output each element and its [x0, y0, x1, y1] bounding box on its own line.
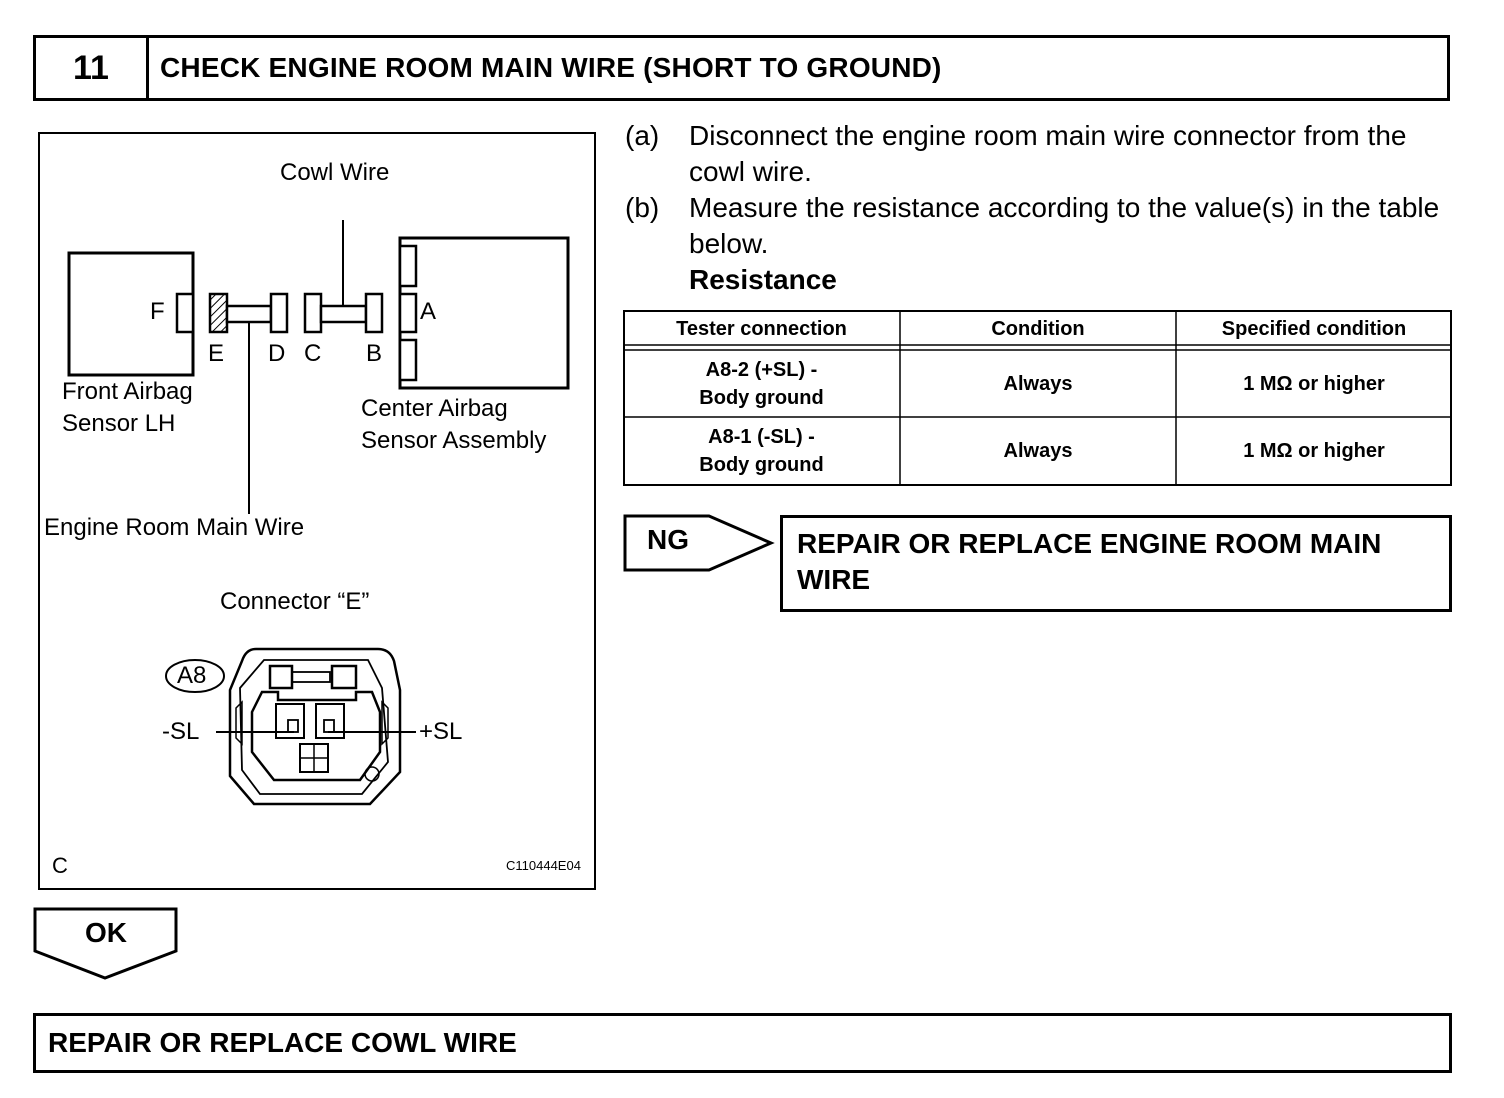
cowl-wire-label: Cowl Wire	[280, 159, 390, 186]
connector-e-face-icon	[228, 647, 402, 806]
front-airbag-sensor-box	[67, 251, 195, 377]
cowl-wire-segment	[319, 304, 368, 324]
connector-d	[269, 292, 289, 334]
row1-connection: A8-2 (+SL) - Body ground	[699, 359, 824, 409]
connector-a	[398, 292, 418, 334]
connector-d-label: D	[268, 340, 286, 367]
center-airbag-sensor-label: Center Airbag Sensor Assembly	[361, 395, 547, 454]
connector-e	[208, 292, 229, 334]
connector-b	[364, 292, 384, 334]
instruction-a: (a) Disconnect the engine room main wire…	[625, 118, 1459, 190]
wiring-diagram-graphic	[38, 132, 596, 890]
connector-b-label: B	[366, 340, 383, 367]
front-airbag-sensor-label: Front Airbag Sensor LH	[62, 378, 193, 437]
instruction-b-marker: (b)	[625, 192, 660, 223]
wiring-diagram: Cowl Wire F E D C B A Front Airbag Senso…	[38, 132, 596, 890]
connector-c	[303, 292, 323, 334]
header-tester-connection: Tester connection	[676, 318, 847, 340]
corner-letter: C	[52, 853, 68, 878]
row1-specified: 1 MΩ or higher	[1243, 373, 1385, 395]
connector-f	[175, 292, 195, 334]
connector-a-label: A	[420, 298, 437, 325]
ok-label: OK	[85, 917, 127, 948]
resistance-heading: Resistance	[689, 264, 837, 295]
instruction-a-marker: (a)	[625, 120, 660, 151]
ng-label: NG	[647, 524, 689, 555]
row2-specified: 1 MΩ or higher	[1243, 440, 1385, 462]
ok-arrow-shape	[33, 907, 178, 980]
header-specified-condition: Specified condition	[1221, 318, 1407, 340]
engine-room-wire-segment	[225, 304, 273, 324]
resistance-table: Tester connection Condition Specified co…	[623, 310, 1452, 486]
connector-e-label: E	[208, 340, 225, 367]
step-header: 11 CHECK ENGINE ROOM MAIN WIRE (SHORT TO…	[33, 35, 1450, 101]
instruction-a-text: Disconnect the engine room main wire con…	[689, 120, 1407, 187]
step-title: CHECK ENGINE ROOM MAIN WIRE (SHORT TO GR…	[160, 52, 942, 83]
step-number: 11	[36, 38, 149, 98]
ok-arrow: OK	[33, 907, 179, 981]
connector-c-label: C	[304, 340, 322, 367]
figure-code: C110444E04	[506, 858, 581, 873]
instruction-b-text: Measure the resistance according to the …	[689, 192, 1440, 259]
ng-arrow-shape	[623, 514, 775, 572]
row2-condition: Always	[1003, 440, 1073, 462]
ng-result-box: REPAIR OR REPLACE ENGINE ROOM MAIN WIRE	[780, 515, 1452, 612]
plus-sl-label: +SL	[419, 718, 463, 745]
connector-code-label: A8	[177, 662, 207, 689]
header-condition: Condition	[991, 318, 1085, 340]
instruction-b: (b) Measure the resistance according to …	[625, 190, 1459, 262]
ng-arrow: NG	[623, 514, 775, 572]
minus-sl-label: -SL	[162, 718, 200, 745]
row1-condition: Always	[1003, 373, 1073, 395]
engine-room-main-wire-label: Engine Room Main Wire	[44, 514, 305, 541]
connector-e-title: Connector “E”	[220, 588, 370, 615]
table-grid	[623, 310, 1452, 486]
row2-connection: A8-1 (-SL) - Body ground	[699, 426, 824, 476]
connector-f-label: F	[150, 298, 165, 325]
connector-code-oval	[165, 659, 225, 693]
ok-result-box: REPAIR OR REPLACE COWL WIRE	[33, 1013, 1452, 1073]
